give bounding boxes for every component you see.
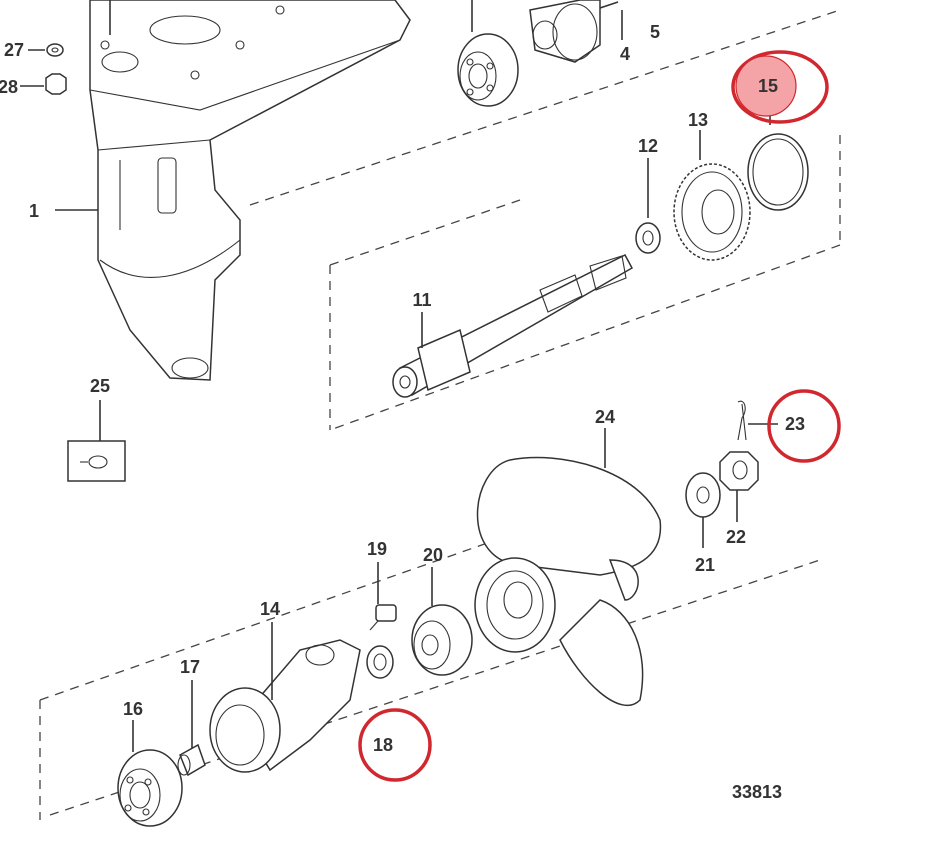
callout-20: 20: [423, 545, 443, 565]
highlight-circle-23: [767, 389, 841, 463]
highlight-circle-15: [731, 50, 829, 124]
gear-13-part: [673, 130, 751, 261]
callout-25: 25: [90, 376, 110, 396]
part-17: [177, 680, 206, 777]
callout-18: 18: [373, 735, 393, 755]
callout-11: 11: [412, 290, 431, 310]
bearing-top-part: [457, 0, 519, 107]
callout-13: 13: [688, 110, 708, 130]
propeller-shaft-11-part: [392, 254, 634, 398]
washer-12-part: [635, 158, 661, 254]
callout-1: 1: [29, 201, 39, 221]
callout-5: 5: [650, 22, 660, 42]
callout-16: 16: [123, 699, 143, 719]
callout-22: 22: [726, 527, 746, 547]
callout-21: 21: [695, 555, 715, 575]
figure-number: 33813: [732, 782, 782, 802]
highlight-circle-18: [358, 708, 432, 782]
washer-21-part: [685, 472, 721, 548]
callout-28: 28: [0, 77, 18, 97]
callout-24: 24: [595, 407, 615, 427]
callout-14: 14: [260, 599, 280, 619]
callout-23: 23: [785, 414, 805, 434]
part-20: [411, 567, 473, 676]
nut-28-part: [20, 73, 67, 95]
cotter-pin-23-part: [737, 400, 778, 441]
callout-labels: 1 4 5 11 12 13 14 15 16 17 18 19 20 21 2…: [0, 22, 805, 802]
screw-19-part: [369, 562, 397, 631]
callout-17: 17: [180, 657, 200, 677]
nut-22-part: [719, 451, 759, 522]
propeller-24-part: [474, 428, 662, 707]
callout-19: 19: [367, 539, 387, 559]
callout-15: 15: [758, 76, 778, 96]
callout-12: 12: [638, 136, 658, 156]
gear-housing-part: [55, 0, 411, 381]
callout-27: 27: [4, 40, 24, 60]
pinion-gear-4-part: [529, 0, 623, 63]
bearing-carrier-14-part: [209, 622, 361, 773]
washer-18-part: [366, 645, 394, 679]
bearing-16-part: [117, 720, 183, 827]
highlight-fill-15: [735, 55, 797, 117]
highlight-markers: [358, 50, 841, 782]
part-25-box: [67, 400, 126, 482]
washer-27-part: [28, 43, 64, 57]
callout-4: 4: [620, 44, 630, 64]
